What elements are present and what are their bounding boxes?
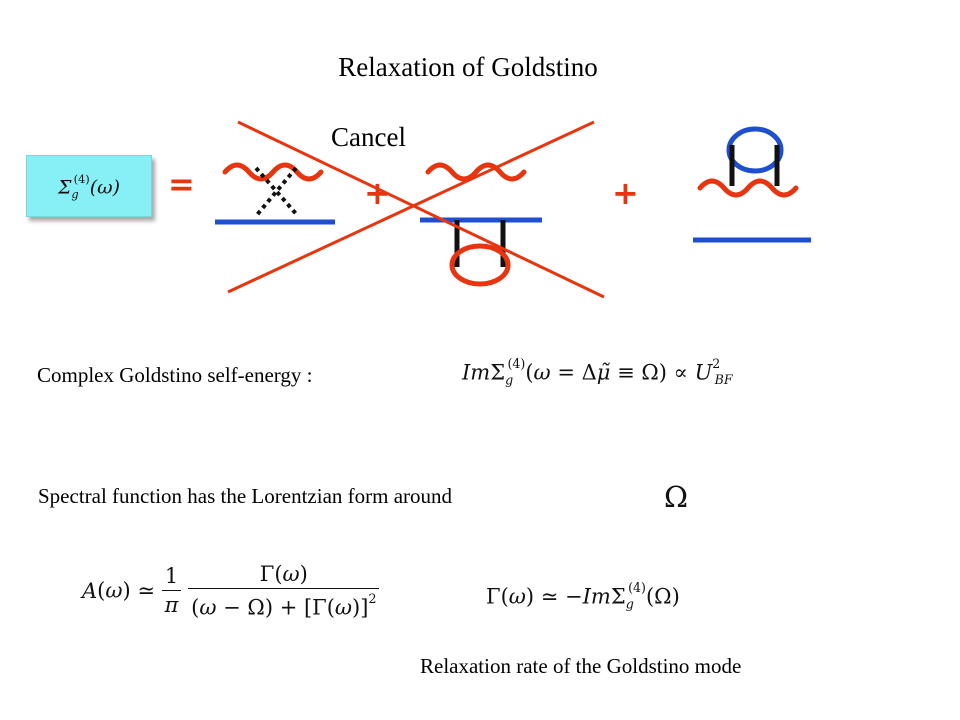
wavy-line-2 — [425, 162, 527, 182]
relaxation-rate-label: Relaxation rate of the Goldstino mode — [420, 654, 742, 678]
diagram-exchange — [215, 162, 335, 225]
imsigma-equation: ImΣg(4)(ω = Δμ̃ ≡ Ω) ∝ U2BF — [462, 356, 733, 388]
gamma-equation: Γ(ω) ≃ −ImΣg(4)(Ω) — [486, 580, 680, 612]
self-energy-symbol: Σg(4)(ω) — [57, 171, 121, 201]
complex-self-energy-label: Complex Goldstino self-energy : — [37, 363, 313, 387]
plus-sign-2: + — [612, 174, 639, 212]
dotted-line-b — [254, 166, 298, 218]
diagram-bubble — [420, 162, 542, 287]
self-energy-box: Σg(4)(ω) — [26, 155, 152, 217]
spectral-function-label: Spectral function has the Lorentzian for… — [38, 484, 453, 508]
upper-loop — [726, 126, 784, 174]
slide-title: Relaxation of Goldstino — [338, 52, 598, 82]
cross-out-line-2 — [227, 120, 595, 294]
wavy-line-1 — [222, 162, 324, 182]
diagram-loop — [693, 126, 811, 243]
cross-out-line-1 — [237, 120, 605, 299]
loop-ellipse — [449, 243, 511, 287]
dotted-line-a — [254, 166, 300, 218]
cancel-label: Cancel — [331, 122, 406, 152]
omega-symbol: Ω — [664, 480, 689, 514]
wavy-line-3 — [697, 178, 799, 198]
equals-sign: = — [168, 165, 195, 203]
